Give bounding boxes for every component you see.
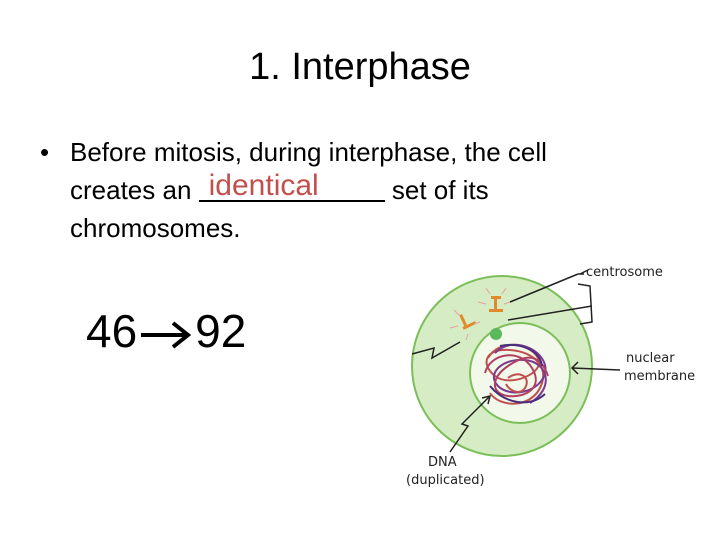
- fill-in-blank: identical: [198, 170, 385, 206]
- right-arrow-icon: [141, 321, 192, 349]
- dna-pointer: [449, 395, 491, 453]
- chromosome-count: 46 92: [86, 306, 246, 356]
- label-centrosome: centrosome: [586, 265, 663, 280]
- nucleolus: [490, 328, 502, 340]
- label-duplicated: (duplicated): [406, 473, 485, 488]
- slide-title: 1. Interphase: [249, 46, 471, 88]
- centrosome-pointer-line: [509, 273, 579, 303]
- bullet-line-3: chromosomes.: [70, 213, 241, 243]
- bullet-line-2-before: creates an: [70, 175, 199, 205]
- blank-answer: identical: [208, 169, 319, 202]
- centrosome-bracket: [577, 283, 593, 325]
- bullet-line-2-after: set of its: [384, 175, 489, 205]
- bullet-line-1: Before mitosis, during interphase, the c…: [70, 137, 547, 167]
- cell-diagram: centrosome nuclear membrane DNA (duplica…: [406, 265, 695, 488]
- label-nuclear: nuclear: [626, 351, 675, 366]
- count-from: 46: [86, 305, 138, 357]
- nuclear-membrane-pointer: [571, 367, 621, 371]
- label-membrane: membrane: [624, 369, 695, 384]
- blank-underline: [198, 200, 385, 202]
- label-dna: DNA: [428, 455, 457, 470]
- lightning-pointer: [411, 341, 461, 360]
- count-to: 92: [195, 305, 247, 357]
- centrosome-icon: [449, 287, 511, 341]
- dna-strands: [484, 343, 549, 405]
- bullet-dot: •: [40, 137, 50, 167]
- bullet-line-2: creates an identical set of its: [70, 170, 489, 206]
